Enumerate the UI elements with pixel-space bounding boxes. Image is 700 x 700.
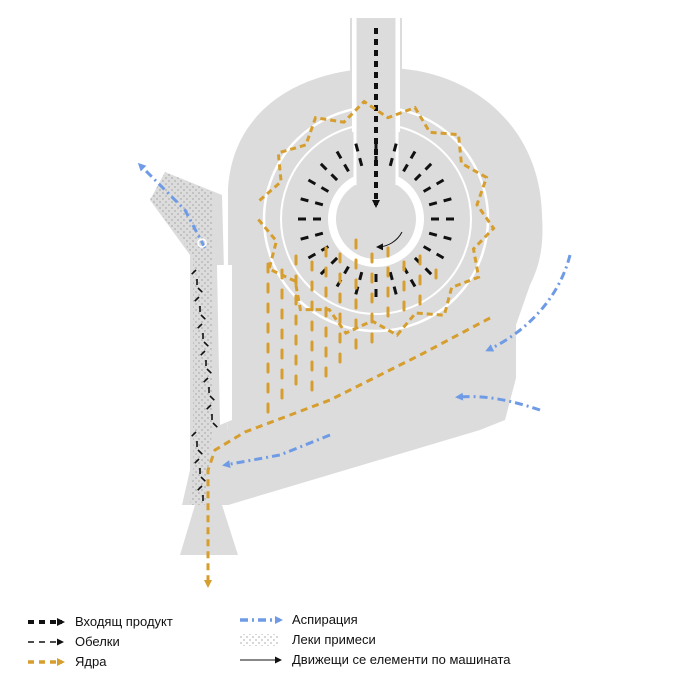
rotor-spoke [428,231,438,237]
rotor-spoke [320,186,330,193]
rotor-spoke [307,252,317,260]
rotor-spoke [424,162,433,171]
husk-particle [197,287,203,293]
rotor-spoke [343,163,350,173]
husk-particle [197,449,203,455]
legend-label-incoming-product: Входящ продукт [75,614,173,629]
rotor-spoke [314,231,324,237]
rotor-spoke [354,143,360,152]
rotor-spoke [314,201,324,207]
rotor-spoke [409,150,417,160]
husks-in-channel [191,269,218,501]
husk-particle [194,458,200,464]
legend-label-light-impurities: Леки примеси [292,632,376,647]
channel-separator [217,265,232,425]
rotor-spoke [330,173,339,182]
rotor-spoke [330,256,339,265]
rotor-spokes [298,141,454,297]
rotor-spoke [343,265,350,275]
rotor-spoke [358,271,364,281]
legend-label-aspiration: Аспирация [292,612,358,627]
husk-particle [206,404,212,410]
husk-particle [203,341,209,347]
light-impurities-area [150,172,213,505]
rotor-spoke [392,286,398,295]
rotor-spoke [422,245,432,252]
rotor-spoke [300,197,309,203]
husk-particle [200,314,206,320]
husk-particle [191,269,197,275]
husk-particle [197,323,203,329]
husk-particle [212,422,218,428]
rotor-spoke [428,201,438,207]
rotor-spoke [402,163,409,173]
husk-particle [203,377,209,383]
rotation-arrow [376,231,403,251]
rotor-spoke [354,286,360,295]
rotor-spoke [358,157,364,167]
husk-particle [200,350,206,356]
rotor-spoke [435,252,445,260]
aspiration-flow-right-top [485,254,572,352]
rotor-spoke [388,157,394,167]
rotor-spoke [443,197,452,203]
kernel-ring-flow [256,99,496,338]
kernel-outlet-flow [204,316,491,588]
rotor-spoke [424,267,433,276]
husk-particle [194,296,200,302]
rotor-spoke [422,186,432,193]
husk-particle [197,485,203,491]
rotor-spoke [392,143,398,152]
rotor-spoke [435,178,445,186]
rotor-spoke [300,235,309,241]
husk-particle [191,431,197,437]
husk-particle [200,476,206,482]
rotor-spoke [413,173,422,182]
rotor-spoke [388,271,394,281]
flows [137,28,572,588]
legend-label-kernels: Ядра [75,654,107,669]
legend-label-moving-elements: Движещи се елементи по машината [292,652,511,667]
legend-label-husks: Обелки [75,634,120,649]
rotor-spoke [319,162,328,171]
aspiration-flow-right-bottom [455,392,541,412]
aspiration-flow-bottom [222,433,331,469]
aspiration-flow-top [137,162,207,249]
flap-pivot [197,238,207,248]
rotor-spoke [409,278,417,288]
outlet-funnel [180,420,505,555]
legend: Входящ продукт Обелки Ядра Аспирация Лек… [28,612,511,669]
husk-particle [206,368,212,374]
husk-particle [209,395,215,401]
rotor-spoke [335,150,343,160]
legend-icon-light-impurities [240,634,278,646]
rotor-spoke [443,235,452,241]
kernel-falling [266,238,438,414]
rotor-spoke [307,178,317,186]
